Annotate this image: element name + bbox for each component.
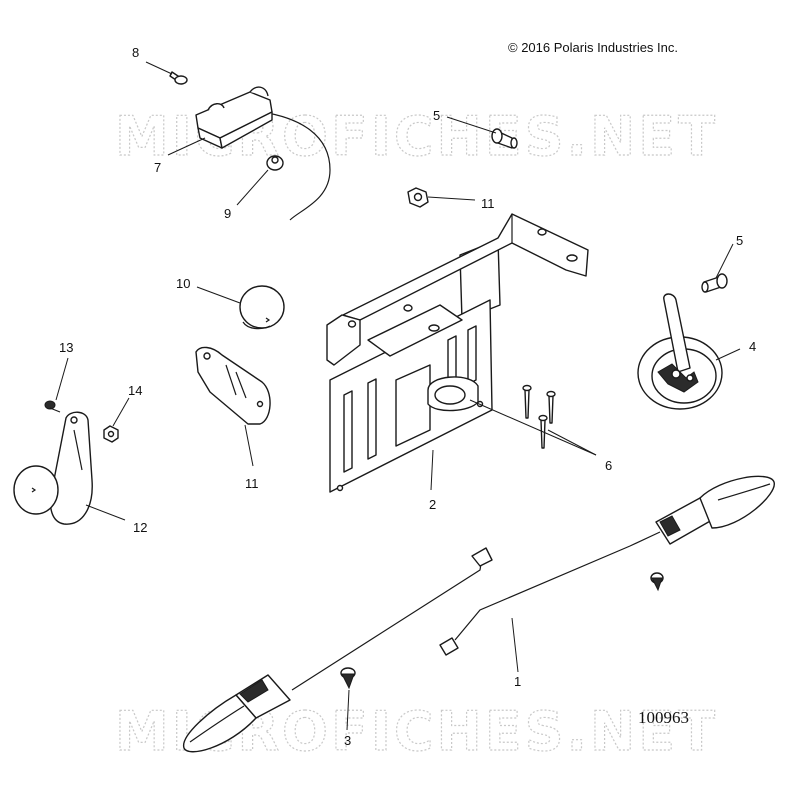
part-11-bracket <box>195 346 271 425</box>
leader-lines <box>55 61 741 731</box>
part-4-horn <box>637 293 723 410</box>
callout-3: 3 <box>344 733 351 748</box>
callout-14: 14 <box>128 383 142 398</box>
callout-5-top: 5 <box>433 108 440 123</box>
part-3-screw-right <box>650 572 664 592</box>
callout-13: 13 <box>59 340 73 355</box>
callout-11-left: 11 <box>245 476 259 491</box>
callout-10: 10 <box>176 276 190 291</box>
callout-2: 2 <box>429 497 436 512</box>
callout-5-right: 5 <box>736 233 743 248</box>
callout-12: 12 <box>133 520 147 535</box>
part-12-reflector-bracket <box>13 411 93 525</box>
part-10-reflector <box>239 285 285 330</box>
part-3-screw-left <box>340 667 356 690</box>
callout-6: 6 <box>605 458 612 473</box>
part-11-nut <box>407 187 429 208</box>
document-number: 100963 <box>638 708 689 727</box>
part-2-bracket-plate <box>326 213 589 493</box>
part-8-screw <box>169 71 188 85</box>
part-5-bolt-top <box>491 128 518 149</box>
callout-4: 4 <box>749 339 756 354</box>
part-5-bolt-right <box>701 273 728 293</box>
callout-9: 9 <box>224 206 231 221</box>
part-9-grommet <box>266 155 284 171</box>
callout-11-top: 11 <box>481 196 495 211</box>
callout-8: 8 <box>132 45 139 60</box>
part-14-nut <box>103 425 119 443</box>
part-6-screws <box>522 384 556 449</box>
part-1-turn-signal-left <box>183 547 493 753</box>
part-7-module <box>195 86 331 221</box>
callout-1: 1 <box>514 674 521 689</box>
copyright-notice: © 2016 Polaris Industries Inc. <box>508 40 678 55</box>
part-1-turn-signal-right <box>439 475 775 656</box>
part-13-screw <box>44 400 61 413</box>
callout-7: 7 <box>154 160 161 175</box>
